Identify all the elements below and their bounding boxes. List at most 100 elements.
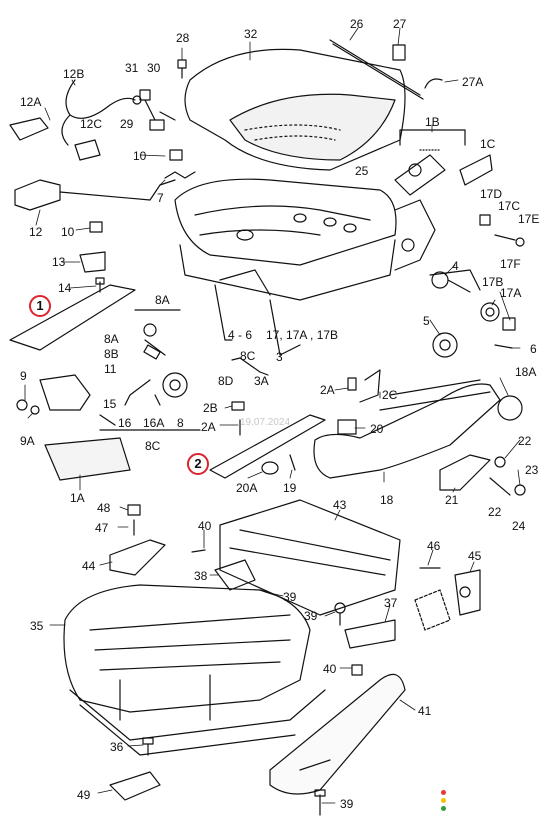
seat-frame-pan [174,178,397,301]
bushing-10a [169,149,183,161]
label-25: 25 [355,164,369,178]
label-16a: 16A [143,416,165,430]
cover-41-slot [299,759,331,771]
label-17b: 17B [482,275,504,289]
label-8: 8 [177,416,184,430]
bushing-10b [89,221,103,233]
label-7: 7 [157,191,164,205]
screw-36 [142,737,154,756]
screws-22-24 [489,456,526,496]
link-3 [231,357,269,376]
label-17d: 17D [480,187,503,201]
side-trim-18 [313,379,501,479]
label-15: 15 [103,397,117,411]
label-8a-box: 8A [104,332,119,346]
lever-21 [439,454,491,491]
label-4-6: 4 - 6 [228,328,253,342]
cap-18a [497,395,523,421]
label-1c: 1C [480,137,496,151]
callout-circle-1 [29,295,51,317]
label-29: 29 [120,117,134,131]
bracket-13 [79,251,106,273]
label-8b: 8B [104,347,119,361]
label-17c: 17C [498,199,521,213]
screw-6 [494,344,513,349]
label-9a: 9A [20,434,35,448]
label-36: 36 [110,740,124,754]
label-40-lower: 40 [323,662,337,676]
label-17a: 17A [500,286,522,300]
label-45: 45 [468,549,482,563]
label-9: 9 [20,369,27,383]
label-24: 24 [512,519,526,533]
label-2b: 2B [203,401,218,415]
screw-28 [177,59,187,79]
screw-39c [314,789,326,816]
label-23: 23 [525,463,539,477]
label-14: 14 [58,281,72,295]
adjuster-5 [432,332,458,358]
part-17b [480,302,500,322]
label-12a: 12A [20,95,42,109]
label-2c: 2C [382,388,398,402]
label-16: 16 [118,416,132,430]
label-39-upper: 39 [283,590,297,604]
label-6: 6 [530,342,537,356]
label-4: 4 [452,259,459,273]
storage-tray-43 [219,499,401,616]
linkage-4-6 [214,269,301,356]
label-5: 5 [423,314,430,328]
label-3: 3 [276,350,283,364]
label-18a: 18A [515,365,537,379]
spring-7 [164,171,196,179]
bracket-12c [74,139,101,161]
label-18: 18 [380,493,394,507]
label-10-top: 10 [133,149,147,163]
label-21: 21 [445,493,459,507]
label-1a: 1A [70,491,85,505]
label-41: 41 [418,704,432,718]
label-37: 37 [384,596,398,610]
label-17e: 17E [518,212,540,226]
label-8a: 8A [155,293,170,307]
label-12c: 12C [80,117,103,131]
label-30: 30 [147,61,161,75]
callout-number-2: 2 [194,456,202,471]
label-17f: 17F [500,257,521,271]
pump-group-8 [99,309,201,431]
trim-rail-1 [9,284,136,351]
label-48: 48 [97,501,111,515]
cap-49 [109,771,161,801]
cap-20a [261,461,279,475]
red-dot-icon [441,790,446,795]
label-39-middle: 39 [304,609,318,623]
plate-45 [414,589,451,631]
label-20a: 20A [236,481,258,495]
clip-20 [337,419,357,435]
cap-17a [502,317,516,331]
date-watermark: 19.07.2024 [240,417,291,428]
parts-29-31 [139,89,176,131]
side-lever-12 [14,179,176,211]
label-8d: 8D [218,374,234,388]
label-49: 49 [77,788,91,802]
bracket-44 [109,539,166,576]
clip-27 [392,44,406,61]
label-27: 27 [393,17,407,31]
screw-40a [191,549,206,553]
label-28: 28 [176,31,190,45]
green-dot-icon [441,806,446,811]
label-1b: 1B [425,115,440,129]
label-40-upper: 40 [198,519,212,533]
label-3a: 3A [254,374,269,388]
lower-seat-frame-35 [63,584,326,756]
label-47: 47 [95,521,109,535]
leader-lines [24,27,521,804]
nut-40b [351,664,363,676]
label-20: 20 [370,422,384,436]
cushion-1a [44,437,131,481]
label-46: 46 [427,539,441,553]
bracket-37 [344,619,396,649]
label-13: 13 [52,255,66,269]
